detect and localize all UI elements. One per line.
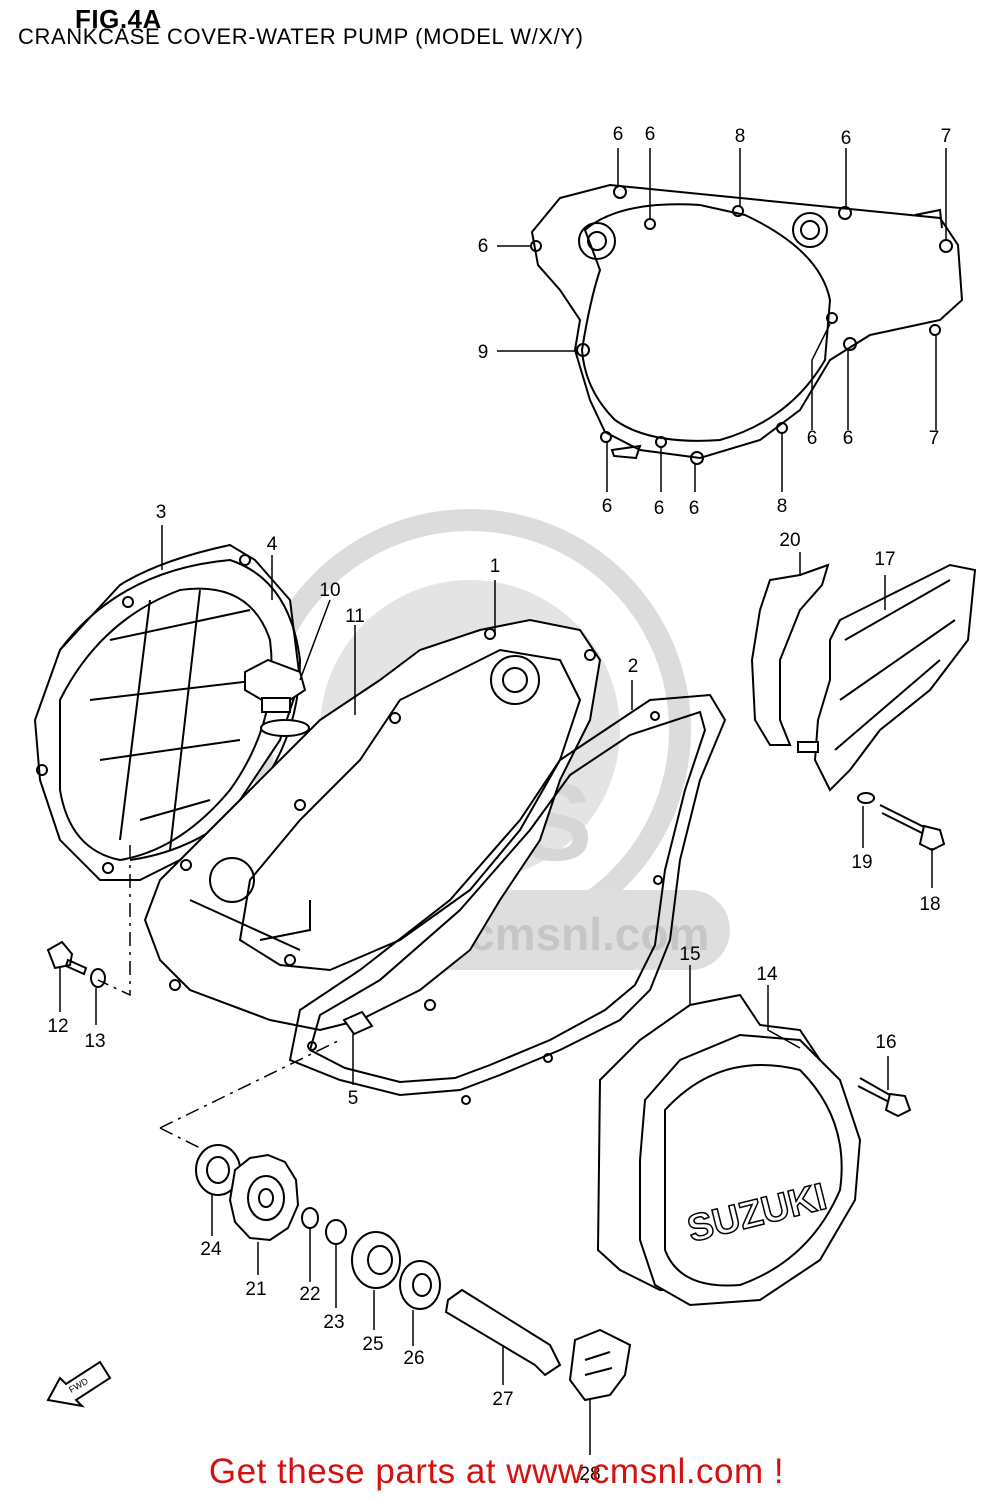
washer-part-19 <box>857 792 875 804</box>
gasket-part-9 <box>530 183 964 465</box>
callout-6: 6 <box>478 236 489 257</box>
callout-1: 1 <box>490 556 501 577</box>
callout-8: 8 <box>777 496 788 517</box>
shaft-part-27 <box>444 1288 562 1377</box>
callout-24: 24 <box>200 1239 222 1260</box>
bearing-part-25 <box>351 1231 401 1289</box>
impeller-part-28 <box>568 1328 632 1402</box>
promo-banner[interactable]: Get these parts at www.cmsnl.com ! <box>208 1452 785 1491</box>
plug-part-10 <box>244 658 307 713</box>
callout-27: 27 <box>492 1389 513 1410</box>
callout-6: 6 <box>613 124 624 145</box>
callout-21: 21 <box>245 1279 266 1300</box>
callout-7: 7 <box>941 126 952 147</box>
guard-part-17 <box>797 563 977 792</box>
bolt-part-18 <box>879 804 946 852</box>
callout-6: 6 <box>645 124 656 145</box>
dowel-part-5 <box>342 1010 374 1036</box>
callout-25: 25 <box>362 1334 383 1355</box>
bracket-part-20 <box>750 563 830 746</box>
callout-12: 12 <box>47 1016 68 1037</box>
callout-26: 26 <box>403 1348 424 1369</box>
callout-13: 13 <box>84 1031 105 1052</box>
circlip-part-22 <box>301 1207 319 1229</box>
gear-part-21 <box>228 1153 300 1242</box>
bolt-part-16 <box>857 1077 912 1118</box>
callout-11: 11 <box>345 606 365 627</box>
callout-6: 6 <box>841 128 852 149</box>
callout-9: 9 <box>478 342 489 363</box>
callout-2: 2 <box>628 656 639 677</box>
callout-20: 20 <box>779 530 800 551</box>
forward-direction-arrow: FWD <box>46 1360 112 1408</box>
callout-7: 7 <box>929 428 940 449</box>
callout-18: 18 <box>919 894 940 915</box>
callout-6: 6 <box>654 498 665 519</box>
callout-16: 16 <box>875 1032 896 1053</box>
callout-6: 6 <box>689 498 700 519</box>
callout-17: 17 <box>874 549 895 570</box>
callout-23: 23 <box>323 1312 344 1333</box>
clutch-cover-part-14: SUZUKI <box>639 1033 862 1307</box>
washer-part-23 <box>325 1219 347 1245</box>
callout-6: 6 <box>602 496 613 517</box>
callout-28: 28 <box>579 1464 600 1485</box>
callout-6: 6 <box>843 428 854 449</box>
leader-lines <box>59 148 947 1455</box>
crankcase-cover-part-1 <box>143 618 602 1032</box>
figure-number: FIG.4A <box>75 4 162 34</box>
callout-4: 4 <box>267 534 278 555</box>
washer-part-13 <box>90 968 106 988</box>
callout-10: 10 <box>319 580 340 601</box>
figure-title: CRANKCASE COVER-WATER PUMP (MODEL W/X/Y) <box>18 24 584 49</box>
callout-3: 3 <box>156 502 167 523</box>
gasket-part-2 <box>288 693 727 1105</box>
callout-22: 22 <box>299 1284 320 1305</box>
callout-8: 8 <box>735 126 746 147</box>
bolt-part-12 <box>46 940 88 976</box>
oring-part-11 <box>260 719 310 737</box>
callout-14: 14 <box>756 964 778 985</box>
callout-6: 6 <box>807 428 818 449</box>
cover-part-3 <box>33 543 302 881</box>
seal-part-26 <box>399 1260 441 1310</box>
callout-5: 5 <box>348 1088 359 1109</box>
callout-15: 15 <box>679 944 700 965</box>
callout-19: 19 <box>851 852 872 873</box>
